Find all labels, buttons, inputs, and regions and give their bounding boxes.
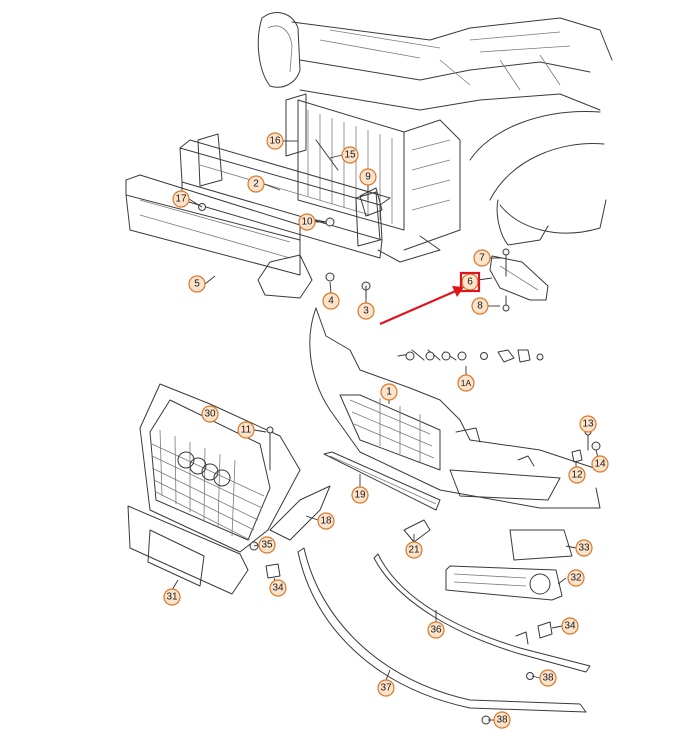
svg-text:13: 13: [582, 419, 594, 430]
svg-text:35: 35: [261, 540, 273, 551]
callout-12[interactable]: 12: [568, 466, 586, 484]
svg-text:2: 2: [253, 179, 259, 190]
svg-text:36: 36: [430, 625, 442, 636]
svg-text:1A: 1A: [461, 378, 472, 388]
svg-text:15: 15: [344, 150, 356, 161]
callout-31[interactable]: 31: [163, 588, 181, 606]
svg-text:21: 21: [408, 545, 420, 556]
svg-text:33: 33: [578, 543, 590, 554]
fixings-top: [198, 139, 383, 299]
callout-13[interactable]: 13: [579, 415, 597, 433]
callout-9[interactable]: 9: [359, 168, 377, 186]
front-bumper-cover: [309, 307, 601, 509]
callout-32[interactable]: 32: [567, 569, 585, 587]
svg-text:7: 7: [479, 253, 485, 264]
svg-text:34: 34: [564, 621, 576, 632]
svg-text:8: 8: [477, 301, 483, 312]
svg-text:14: 14: [594, 459, 606, 470]
svg-text:10: 10: [301, 217, 313, 228]
callout-5[interactable]: 5: [188, 275, 206, 293]
svg-text:32: 32: [570, 573, 582, 584]
fog-light-grille: [445, 565, 563, 601]
callout-10[interactable]: 10: [298, 213, 316, 231]
callout-3[interactable]: 3: [357, 302, 375, 320]
callout-34-left[interactable]: 34: [269, 579, 287, 597]
svg-text:37: 37: [380, 683, 392, 694]
callout-7[interactable]: 7: [473, 249, 491, 267]
svg-text:19: 19: [354, 490, 366, 501]
callout-38-upper[interactable]: 38: [539, 669, 557, 687]
callout-35[interactable]: 35: [258, 536, 276, 554]
callout-34-right[interactable]: 34: [561, 617, 579, 635]
svg-text:4: 4: [328, 296, 334, 307]
svg-text:6: 6: [467, 277, 473, 288]
svg-text:5: 5: [194, 279, 200, 290]
fixings-set: [397, 349, 544, 363]
callout-6[interactable]: 6: [459, 271, 481, 293]
callout-2[interactable]: 2: [247, 175, 265, 193]
svg-text:18: 18: [320, 516, 332, 527]
svg-text:17: 17: [175, 194, 187, 205]
callout-16[interactable]: 16: [266, 132, 284, 150]
lower-trim-strip: [323, 451, 441, 511]
callout-11[interactable]: 11: [237, 421, 255, 439]
callout-17[interactable]: 17: [172, 190, 190, 208]
callout-1a[interactable]: 1A: [457, 374, 475, 392]
svg-text:31: 31: [166, 592, 178, 603]
callout-30[interactable]: 30: [201, 405, 219, 423]
svg-text:3: 3: [363, 306, 369, 317]
highlight-box: [459, 271, 481, 293]
licence-plate-holder: [127, 505, 249, 595]
callout-37[interactable]: 37: [377, 679, 395, 697]
svg-text:38: 38: [542, 673, 554, 684]
svg-text:30: 30: [204, 409, 216, 420]
svg-text:38: 38: [496, 715, 508, 726]
callout-1[interactable]: 1: [380, 383, 398, 401]
side-cover: [509, 529, 573, 561]
energy-absorber: [125, 174, 313, 299]
callout-18[interactable]: 18: [317, 512, 335, 530]
grille-side-trim: [269, 485, 331, 541]
washer-cap: [403, 519, 431, 543]
callout-33[interactable]: 33: [575, 539, 593, 557]
highlight-arrow: [379, 286, 464, 326]
svg-text:9: 9: [365, 172, 371, 183]
svg-text:34: 34: [272, 583, 284, 594]
bumper-bracket-right: [489, 248, 549, 312]
spoiler-inner: [373, 553, 591, 680]
callout-36[interactable]: 36: [427, 621, 445, 639]
callout-19[interactable]: 19: [351, 486, 369, 504]
callout-15[interactable]: 15: [341, 146, 359, 164]
svg-text:16: 16: [269, 136, 281, 147]
car-body-frame: [257, 12, 613, 263]
radiator-grille: [139, 383, 301, 553]
bumper-reinforcement: [179, 133, 391, 259]
svg-text:1: 1: [386, 387, 392, 398]
svg-text:12: 12: [571, 470, 583, 481]
callout-14[interactable]: 14: [591, 455, 609, 473]
callout-38-lower[interactable]: 38: [493, 711, 511, 729]
callout-21[interactable]: 21: [405, 541, 423, 559]
svg-text:11: 11: [241, 425, 252, 436]
callout-4[interactable]: 4: [322, 292, 340, 310]
callout-8[interactable]: 8: [471, 297, 489, 315]
